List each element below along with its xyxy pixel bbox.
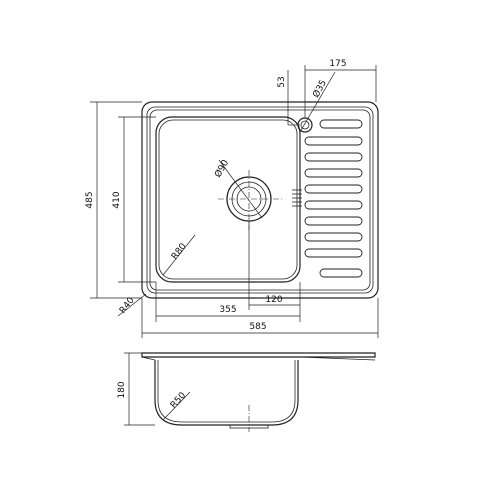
dim-tap-offset: 53 <box>277 76 287 87</box>
dim-bowl-width: 355 <box>219 305 236 315</box>
drainer-slot <box>304 232 363 242</box>
drainer-slots <box>304 119 363 278</box>
side-view <box>141 352 376 432</box>
dim-bowl-height: 180 <box>117 381 127 398</box>
drainer-slot <box>304 136 363 146</box>
sink-deck-edge <box>149 109 371 291</box>
tap-hole <box>297 117 313 133</box>
drainer-slot <box>319 119 363 129</box>
bowl-outline <box>155 116 301 283</box>
dim-drainer-width: 175 <box>329 59 346 69</box>
dim-tap-hole: Ø35 <box>311 78 329 100</box>
drainer-slot <box>304 168 363 178</box>
dim-overall-width: 585 <box>249 322 266 332</box>
top-view <box>141 101 379 299</box>
side-bowl-profile <box>154 360 299 426</box>
dim-drain-diameter: Ø90 <box>212 158 231 180</box>
dim-bowl-depth: 410 <box>112 191 122 208</box>
drainer-slot <box>304 216 363 226</box>
dimension-lines-side: 180 R50 <box>117 352 191 426</box>
dimension-lines-top: 485 410 53 175 Ø35 Ø90 R80 R40 355 <box>85 59 379 338</box>
side-rim <box>141 352 376 358</box>
sink-outer-rim <box>141 101 379 299</box>
drainer-slot <box>304 200 363 210</box>
drainer-slot <box>304 248 363 258</box>
drainer-slot <box>304 152 363 162</box>
sink-inner-rim <box>146 106 374 294</box>
dim-overall-depth: 485 <box>85 191 95 208</box>
dim-outer-radius: R40 <box>118 296 137 316</box>
dim-drain-offset: 120 <box>265 295 282 305</box>
side-bowl-inner <box>157 360 296 423</box>
dim-bowl-radius: R80 <box>170 242 189 262</box>
dim-bottom-radius: R50 <box>169 391 188 411</box>
drainer-slot <box>304 184 363 194</box>
tap-hole-inner <box>300 120 310 130</box>
bowl-inner-outline <box>158 119 298 280</box>
drainer-slot <box>319 268 363 278</box>
overflow-marks <box>292 189 302 207</box>
